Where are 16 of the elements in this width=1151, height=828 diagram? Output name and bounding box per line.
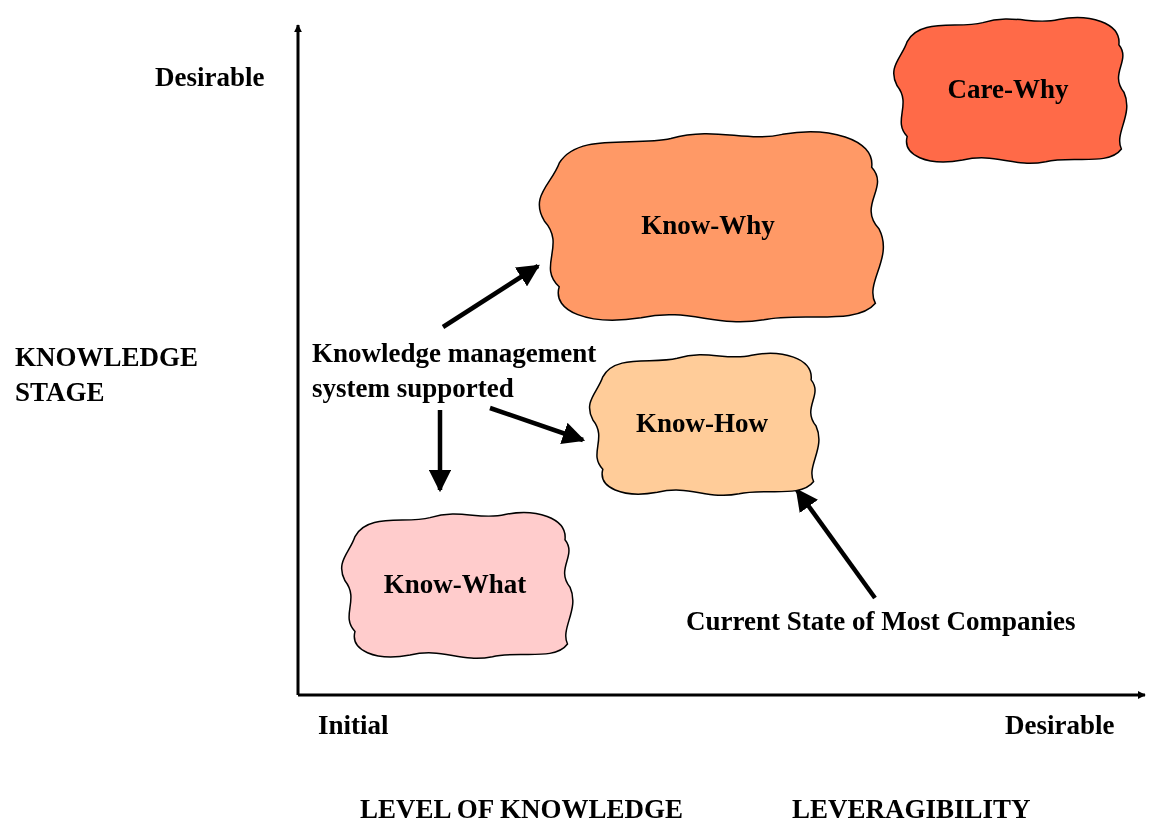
axis-title: LEVEL OF KNOWLEDGE [360, 793, 684, 826]
axis-title: KNOWLEDGE STAGE [15, 341, 200, 410]
annotation-text: Current State of Most Companies [686, 604, 1151, 640]
axis-label: Desirable [155, 61, 265, 94]
arrow [441, 264, 540, 329]
node-label: Care-Why [947, 73, 1069, 105]
node-label: Know-What [383, 568, 527, 600]
axis-label: Initial [318, 709, 389, 742]
node-label: Know-Why [641, 209, 775, 241]
arrow [428, 410, 452, 493]
axis-title: LEVERAGIBILITY [792, 793, 1031, 826]
annotation-text: Knowledge management system supported [312, 336, 657, 407]
arrow [795, 488, 877, 600]
arrow [489, 405, 586, 445]
node-label: Know-How [636, 407, 768, 439]
axis-label: Desirable [1005, 709, 1115, 742]
